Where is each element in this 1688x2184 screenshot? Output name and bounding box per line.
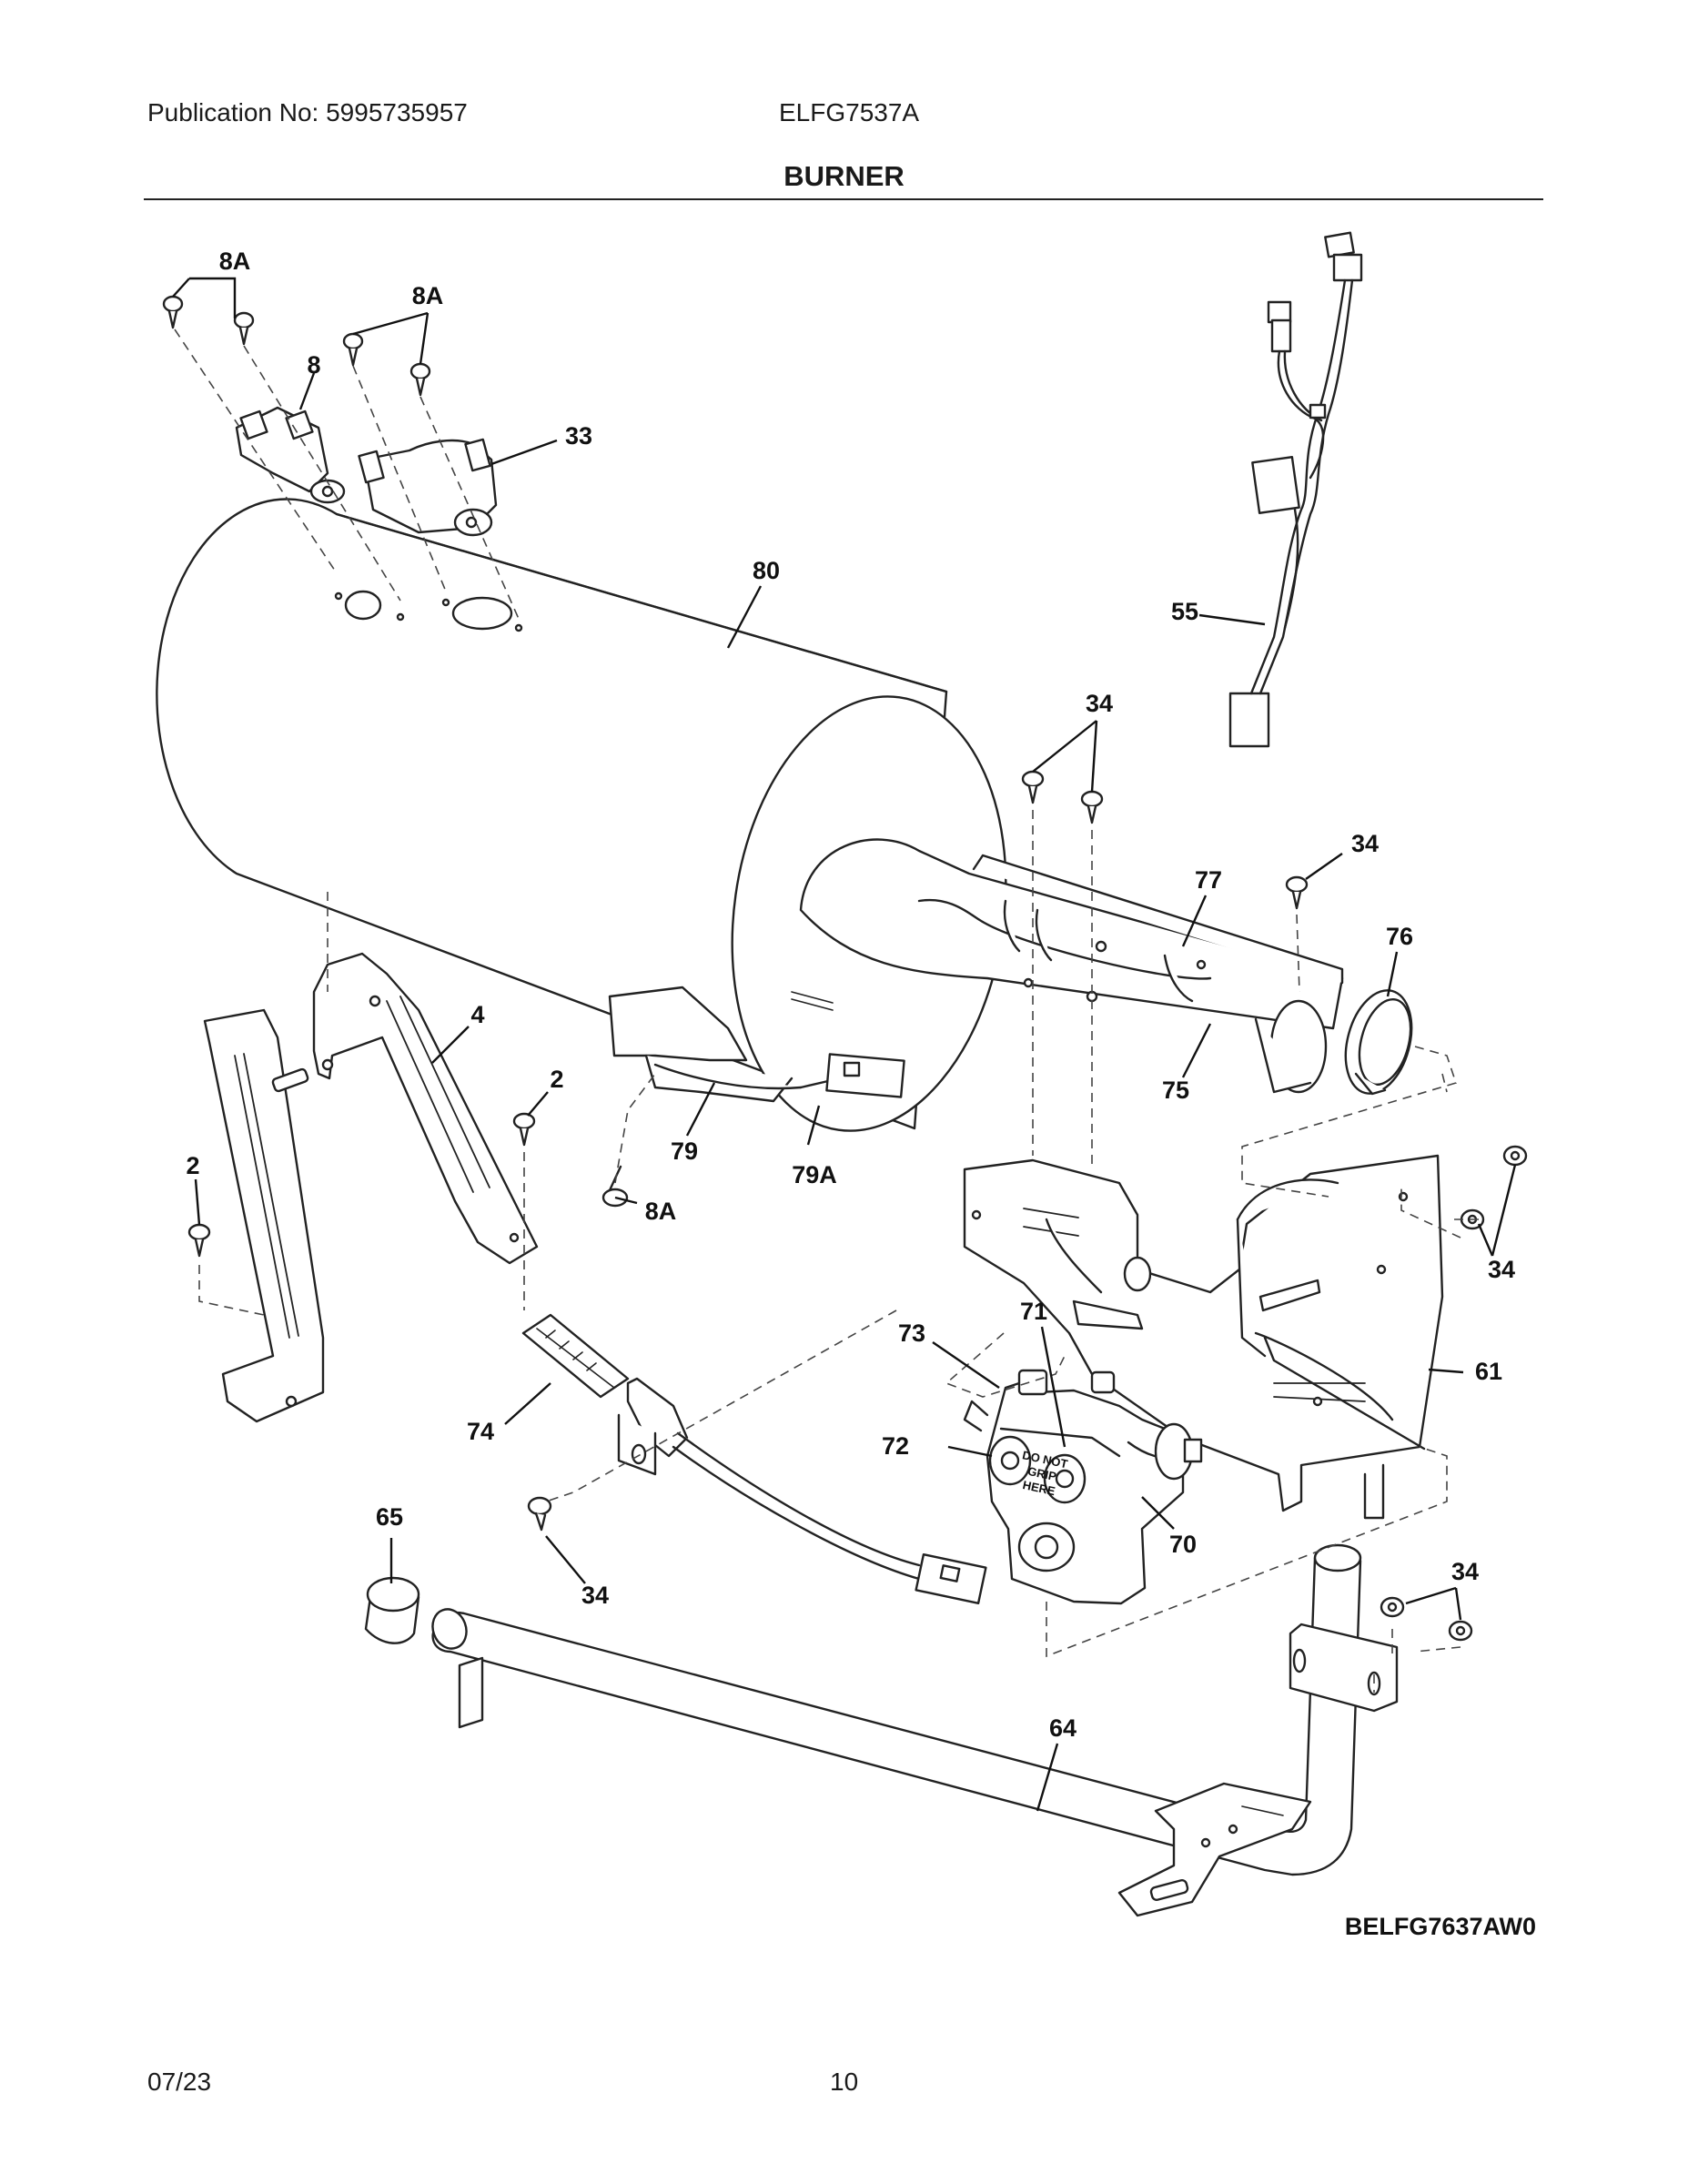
screw-34-lower: [527, 1496, 552, 1532]
section-title: BURNER: [783, 160, 905, 192]
wire-harness-part: [1228, 231, 1363, 748]
callout-65: 65: [376, 1503, 403, 1531]
thermostat-33-part: [358, 438, 498, 537]
bracket-79-part: [608, 986, 905, 1103]
burner-drum-part: [156, 498, 1007, 1132]
thermostat-8-part: [235, 406, 346, 504]
callout-8a: 8A: [645, 1198, 677, 1225]
model-number: ELFG7537A: [779, 98, 920, 126]
callout-72: 72: [882, 1432, 909, 1460]
callout-2: 2: [550, 1066, 563, 1093]
callout-34: 34: [1086, 690, 1113, 717]
mounting-bracket-61-part: [963, 1154, 1444, 1520]
cap-65-part: [364, 1576, 420, 1644]
callout-34: 34: [1451, 1558, 1479, 1585]
callout-8a: 8A: [412, 282, 444, 309]
screws-2: [187, 1112, 536, 1258]
callout-71: 71: [1020, 1298, 1047, 1325]
gas-valve-part: [963, 1369, 1203, 1605]
callout-64: 64: [1049, 1714, 1076, 1742]
manifold-pipe-part: [431, 1543, 1399, 1917]
callout-79a: 79A: [792, 1161, 837, 1188]
igniter-part: [521, 1313, 987, 1605]
callout-8a: 8A: [219, 248, 251, 275]
funnel-tube-part: [799, 838, 1344, 1094]
callout-79: 79: [671, 1138, 698, 1165]
callout-4: 4: [470, 1001, 484, 1028]
callout-34: 34: [581, 1582, 609, 1609]
screws-34-right: [1380, 1145, 1528, 1642]
header-rule: [144, 198, 1543, 200]
callout-70: 70: [1169, 1531, 1197, 1558]
callout-61: 61: [1475, 1358, 1502, 1385]
publication-date: 07/23: [147, 2068, 212, 2096]
drawing-code: BELFG7637AW0: [1345, 1913, 1536, 1940]
callout-2: 2: [186, 1152, 199, 1179]
callout-74: 74: [467, 1418, 494, 1445]
callout-73: 73: [898, 1320, 925, 1347]
valve-marking-line2: GRIP: [1026, 1464, 1058, 1483]
callout-75: 75: [1162, 1077, 1189, 1104]
callout-8: 8: [307, 351, 320, 379]
support-bracket-4-part: [203, 952, 539, 1423]
callout-76: 76: [1386, 923, 1413, 950]
callout-77: 77: [1195, 866, 1222, 894]
callout-55: 55: [1171, 598, 1198, 625]
page-number: 10: [830, 2068, 859, 2096]
publication-number: Publication No: 5995735957: [147, 98, 468, 126]
callout-80: 80: [753, 557, 780, 584]
clamp-ring-part: [1344, 989, 1413, 1096]
valve-marking-line3: HERE: [1022, 1478, 1057, 1498]
callout-34: 34: [1488, 1256, 1515, 1283]
callout-34: 34: [1351, 830, 1379, 857]
callout-33: 33: [565, 422, 592, 450]
screws-8a-top: [162, 295, 431, 397]
